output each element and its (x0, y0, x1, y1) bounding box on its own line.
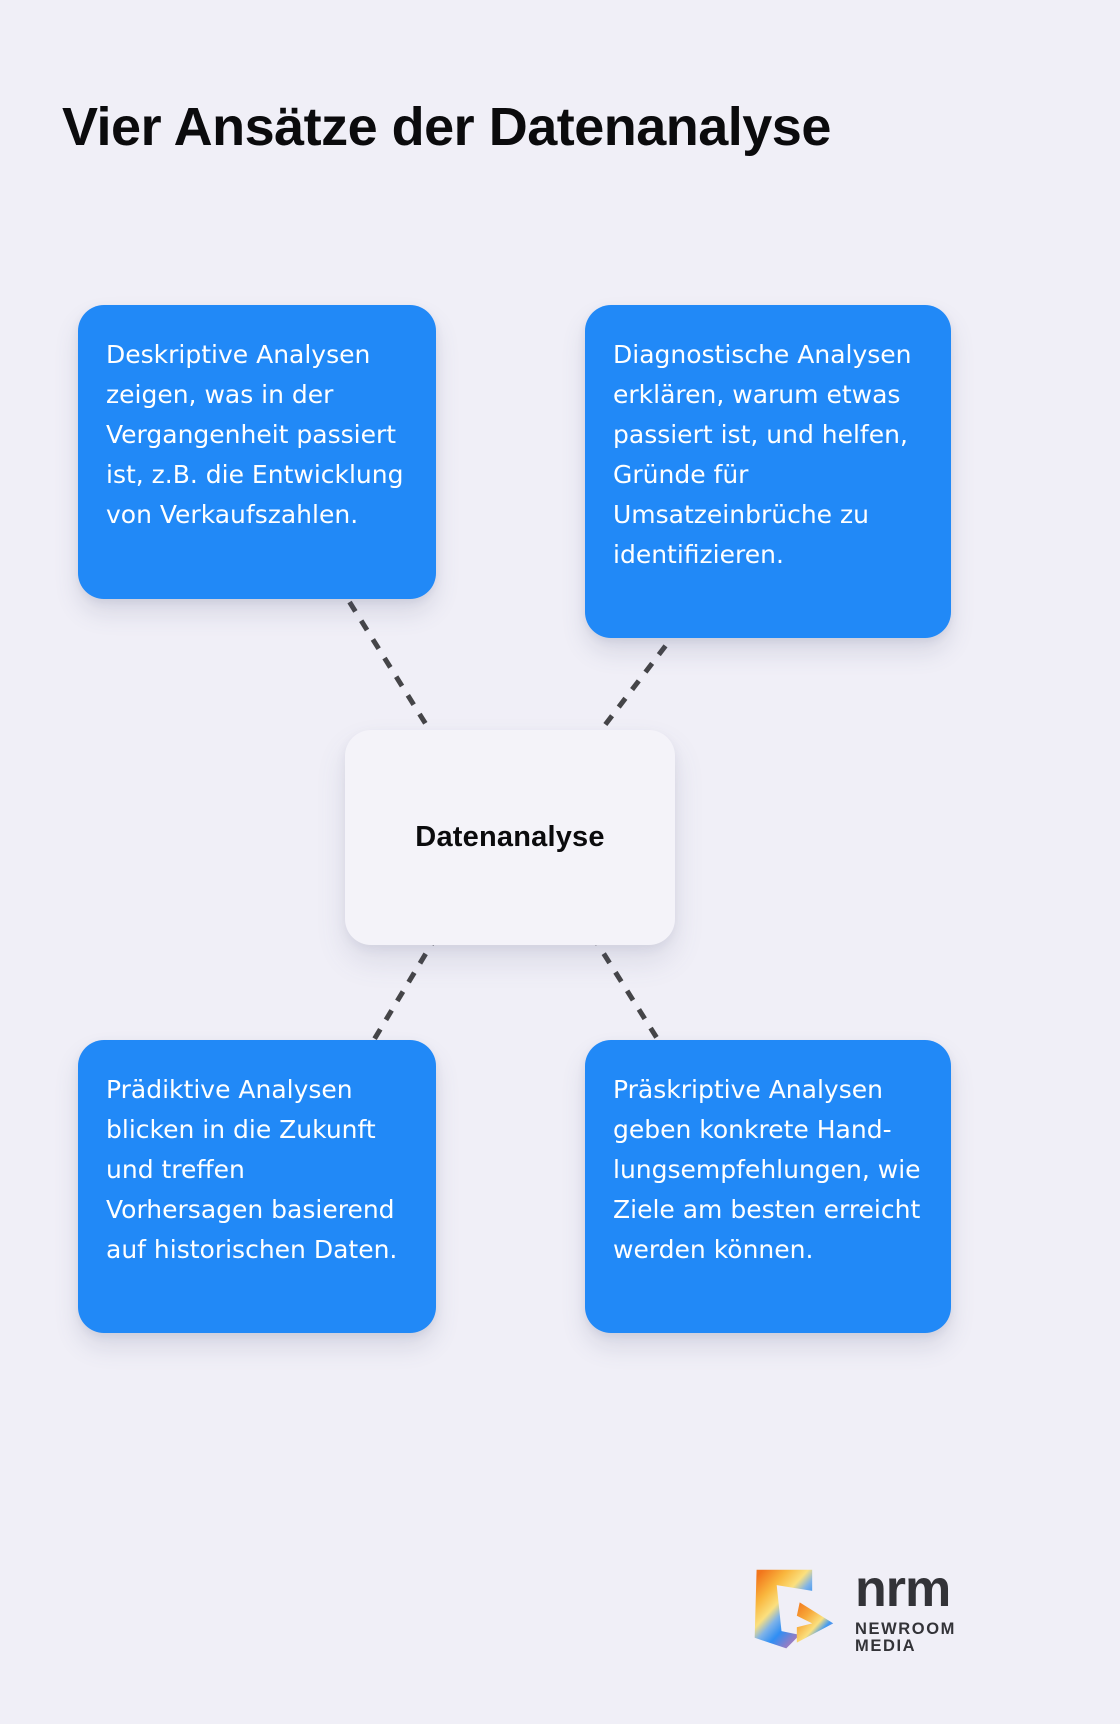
node-diagnostic-text: Diagnostische Analysen erklären, warum e… (613, 340, 912, 569)
logo-tagline: NEWROOM MEDIA (855, 1620, 957, 1655)
connector-center-to-bottom-left (369, 933, 440, 1045)
logo-wordmark: nrm (855, 1559, 951, 1618)
logo-wordmark-group: nrm NEWROOM MEDIA (855, 1559, 985, 1655)
node-predictive-text: Prädiktive Analysen blicken in die Zukun… (106, 1075, 398, 1264)
page-title: Vier Ansätze der Datenanalyse (62, 97, 831, 157)
center-node-label: Datenanalyse (415, 821, 605, 853)
brand-logo[interactable]: nrm NEWROOM MEDIA (745, 1552, 985, 1667)
node-descriptive[interactable]: Deskriptive Analysen zeigen, was in der … (78, 305, 436, 599)
node-diagnostic[interactable]: Diagnostische Analysen erklären, warum e… (585, 305, 951, 638)
node-prescriptive-text: Präskriptive Analysen geben konkrete Han… (613, 1075, 921, 1264)
center-node-datenanalyse[interactable]: Datenanalyse (345, 730, 675, 945)
node-prescriptive[interactable]: Präskriptive Analysen geben konkrete Han… (585, 1040, 951, 1333)
node-predictive[interactable]: Prädiktive Analysen blicken in die Zukun… (78, 1040, 436, 1333)
connector-center-to-top-left (344, 596, 440, 744)
node-descriptive-text: Deskriptive Analysen zeigen, was in der … (106, 340, 404, 529)
connector-center-to-bottom-right (589, 933, 663, 1045)
nrm-arrow-logo-icon (754, 1569, 834, 1648)
connector-center-to-top-right (590, 638, 672, 744)
